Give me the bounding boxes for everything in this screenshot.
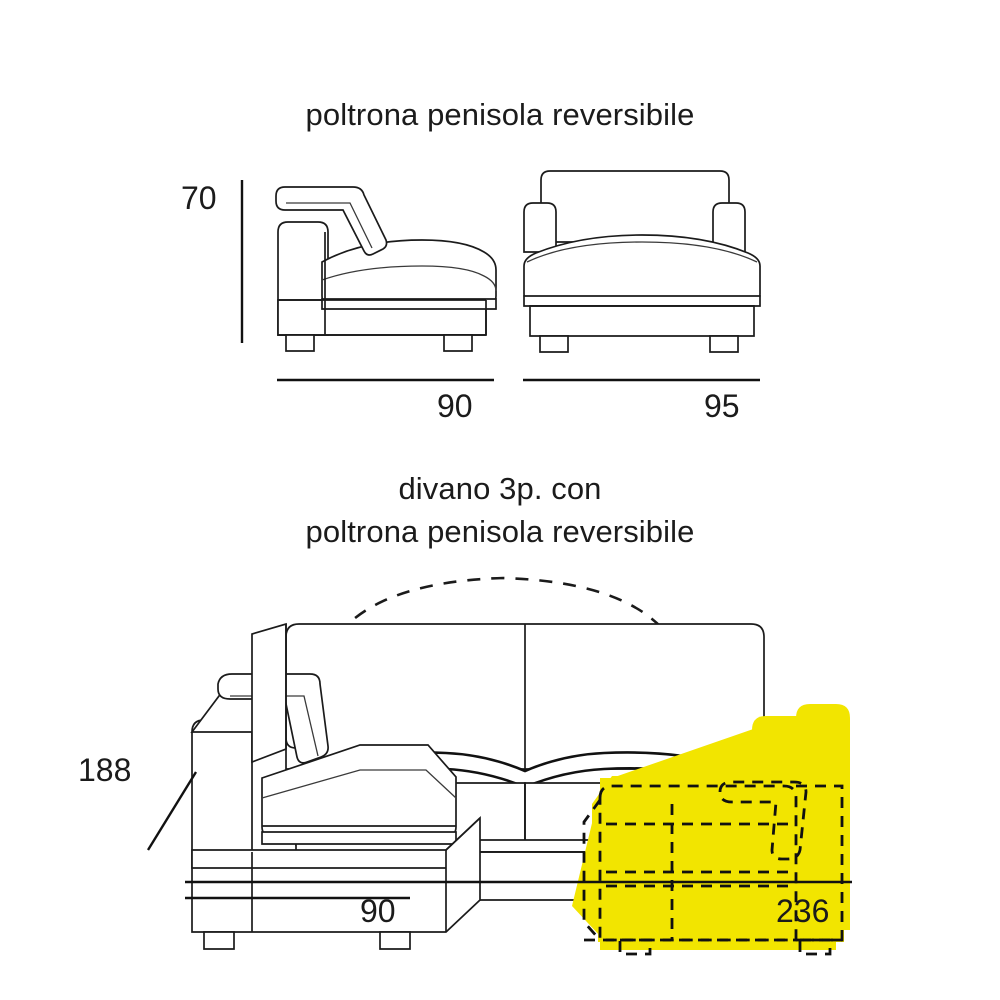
dimension-label-depth-188: 188 xyxy=(78,752,132,788)
dimension-label-peninsula-width-90: 90 xyxy=(360,893,396,929)
top-section-title: poltrona penisola reversibile xyxy=(305,97,695,132)
depth-leader-line xyxy=(146,771,198,851)
bottom-dimension-lines xyxy=(185,880,852,900)
dimension-label-side-depth-90: 90 xyxy=(437,388,473,424)
side-elevation-view xyxy=(275,186,497,382)
top-drawings-svg xyxy=(240,170,761,382)
dimension-label-height-70: 70 xyxy=(181,180,217,216)
left-peninsula-chaise xyxy=(190,622,481,950)
bottom-drawing-svg xyxy=(146,576,852,956)
bottom-section-title: divano 3p. con poltrona penisola reversib… xyxy=(0,468,1000,554)
bottom-title-line-1: divano 3p. con xyxy=(398,471,602,506)
bottom-title-line-2: poltrona penisola reversibile xyxy=(305,513,695,549)
dimension-label-total-width-236: 236 xyxy=(776,893,830,929)
dimension-label-front-width-95: 95 xyxy=(704,388,740,424)
right-peninsula-highlight xyxy=(572,704,850,956)
front-elevation-view xyxy=(523,170,761,382)
